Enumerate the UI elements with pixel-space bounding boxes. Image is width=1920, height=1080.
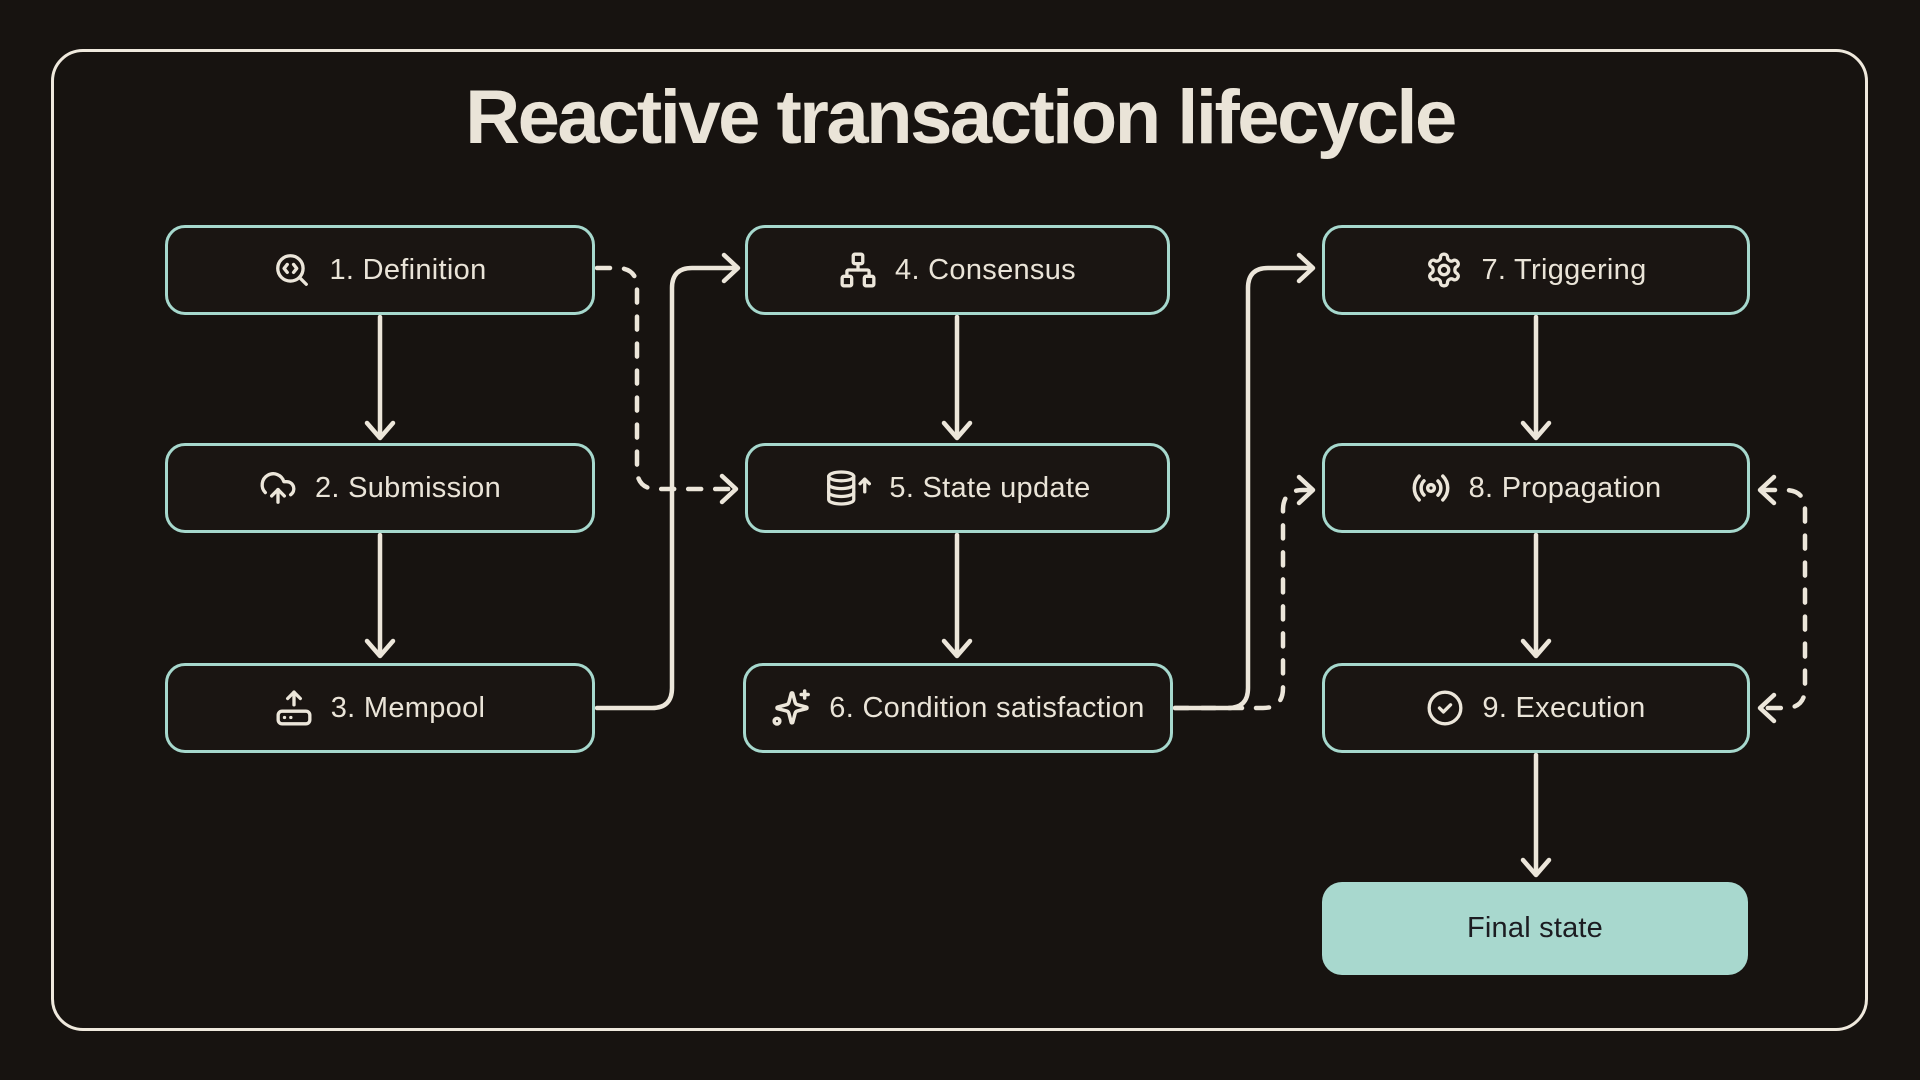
node-definition: 1. Definition	[165, 225, 595, 315]
edge-triggering-to-propagation	[1520, 314, 1552, 441]
edge-state-update-to-condition-satisfaction	[941, 532, 973, 659]
edge-definition-to-submission	[364, 314, 396, 441]
edge-condition-satisfaction-to-propagation	[1172, 474, 1316, 711]
node-label: 3. Mempool	[330, 691, 486, 724]
page-title: Reactive transaction lifecycle	[465, 75, 1457, 160]
edge-consensus-to-state-update	[941, 314, 973, 441]
node-label: Final state	[1467, 912, 1603, 944]
edge-execution-to-final-state	[1520, 752, 1552, 878]
node-label: 9. Execution	[1482, 691, 1646, 724]
node-condition-satisfaction: 6. Condition satisfaction	[743, 663, 1173, 753]
gear-icon	[1425, 251, 1463, 289]
edge-condition-satisfaction-to-triggering	[1172, 252, 1316, 711]
database-upload-icon	[824, 469, 872, 507]
edge-propagation-to-execution	[1520, 532, 1552, 659]
sparkles-icon	[771, 688, 811, 728]
circle-check-icon	[1426, 689, 1464, 727]
node-label: 2. Submission	[314, 471, 502, 504]
search-code-icon	[273, 251, 311, 289]
node-label: 6. Condition satisfaction	[829, 691, 1145, 724]
node-label: 5. State update	[889, 471, 1091, 504]
hard-drive-upload-icon	[275, 689, 313, 727]
node-propagation: 8. Propagation	[1322, 443, 1750, 533]
outer-frame-border	[51, 49, 1868, 1031]
node-label: 4. Consensus	[895, 253, 1076, 286]
node-state-update: 5. State update	[745, 443, 1170, 533]
node-consensus: 4. Consensus	[745, 225, 1170, 315]
edge-submission-to-mempool	[364, 532, 396, 659]
radio-waves-icon	[1411, 468, 1451, 508]
node-execution: 9. Execution	[1322, 663, 1750, 753]
edge-propagation-execution-loop	[1757, 474, 1808, 724]
edge-mempool-to-consensus	[594, 252, 741, 711]
node-label: 7. Triggering	[1481, 253, 1647, 286]
edge-definition-to-state-update	[594, 265, 739, 505]
network-icon	[839, 251, 877, 289]
node-triggering: 7. Triggering	[1322, 225, 1750, 315]
node-mempool: 3. Mempool	[165, 663, 595, 753]
cloud-upload-icon	[259, 469, 297, 507]
node-label: 1. Definition	[329, 253, 487, 286]
node-final-state: Final state	[1322, 882, 1748, 975]
node-submission: 2. Submission	[165, 443, 595, 533]
node-label: 8. Propagation	[1468, 471, 1662, 504]
